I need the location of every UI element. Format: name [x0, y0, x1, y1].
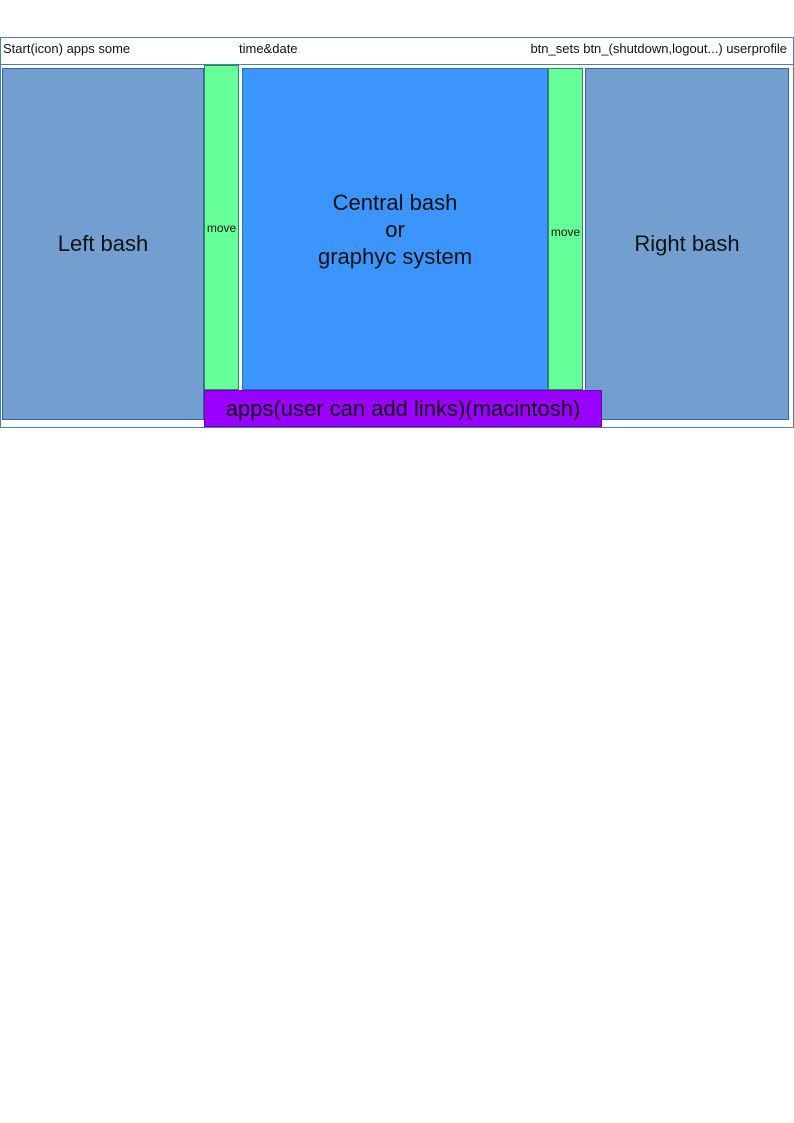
top-panel-system-buttons[interactable]: btn_sets btn_(shutdown,logout...) userpr…: [530, 41, 787, 56]
apps-dock-label: apps(user can add links)(macintosh): [225, 395, 581, 421]
left-bash-panel[interactable]: Left bash: [2, 68, 204, 420]
top-panel-time-date: time&date: [239, 41, 298, 56]
right-bash-panel[interactable]: Right bash: [585, 68, 789, 420]
move-handle-right-label: move: [550, 225, 581, 239]
central-bash-line-3: graphyc system: [317, 244, 473, 269]
top-panel-start-apps[interactable]: Start(icon) apps some: [3, 41, 131, 56]
central-bash-line-2: or: [385, 217, 405, 242]
left-bash-label: Left bash: [57, 231, 149, 256]
central-bash-panel[interactable]: Central bash or graphyc system: [242, 68, 548, 390]
top-panel: Start(icon) apps some time&date btn_sets…: [0, 37, 794, 65]
move-handle-right[interactable]: move: [548, 68, 583, 390]
central-bash-line-1: Central bash: [332, 190, 458, 215]
apps-dock[interactable]: apps(user can add links)(macintosh): [204, 390, 602, 427]
move-handle-left-label: move: [206, 220, 237, 235]
move-handle-left[interactable]: move: [204, 65, 239, 390]
right-bash-label: Right bash: [634, 231, 740, 256]
